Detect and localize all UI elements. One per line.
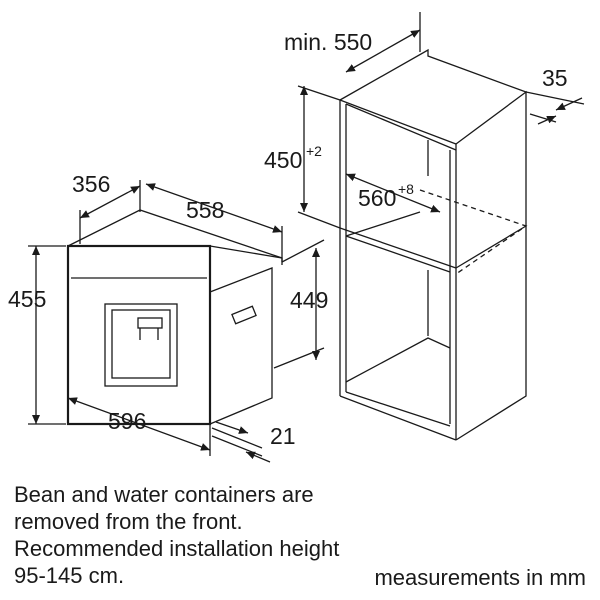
- cabinet-shelf-left: [345, 211, 421, 237]
- appliance-depth-label: 356: [72, 171, 110, 197]
- note-line: 95-145 cm.: [14, 563, 125, 588]
- appliance-side-body: [209, 267, 273, 425]
- appliance-body-height-label: 449: [290, 287, 328, 313]
- niche-height-tolerance: +2: [306, 143, 322, 159]
- cabinet-right-side: [455, 90, 527, 441]
- appliance-dimensions: 356 558 455 449 596 21: [8, 171, 328, 463]
- niche-width-label: 560: [358, 185, 396, 211]
- cabinet-lower-back: [345, 337, 451, 383]
- niche-width-tolerance: +8: [398, 181, 414, 197]
- offset-arrow-2: [245, 451, 271, 463]
- cabinet-shelf-right: [455, 225, 527, 269]
- niche-height-label: 450: [264, 147, 302, 173]
- cabinet-dimensions: min. 550 35 450 +2 560 +8: [264, 12, 585, 229]
- units-label: measurements in mm: [374, 565, 586, 590]
- appliance-drawing: [66, 209, 283, 426]
- installation-notes: Bean and water containers are removed fr…: [14, 481, 454, 589]
- cabinet-drawing: [339, 48, 528, 441]
- note-line: Bean and water containers are: [14, 482, 314, 507]
- cabinet-bottom-inner: [345, 391, 451, 427]
- front-offset-label: 21: [270, 423, 296, 449]
- offset-arrow-1: [215, 421, 249, 434]
- niche-depth-dashed: [419, 189, 528, 275]
- panel-arrow-1: [555, 97, 583, 111]
- appliance-width-label: 596: [108, 408, 146, 434]
- panel-arrow-2: [537, 115, 557, 125]
- cabinet-top-front-inner: [345, 103, 457, 151]
- note-line: removed from the front.: [14, 509, 243, 534]
- offset-ext-1: [211, 427, 263, 449]
- niche-min-width-line: [345, 29, 421, 73]
- appliance-body-width-label: 558: [186, 197, 224, 223]
- depth-dimension-line: [79, 185, 141, 219]
- panel-thickness-label: 35: [542, 65, 568, 91]
- niche-height-ext-bottom: [297, 211, 341, 229]
- niche-height-ext-top: [297, 85, 341, 101]
- cabinet-shelf-front: [339, 227, 457, 269]
- appliance-height-label: 455: [8, 286, 46, 312]
- dispenser-opening: [104, 303, 178, 387]
- cabinet-top-front: [339, 99, 457, 145]
- panel-ext-1: [525, 91, 585, 105]
- appliance-top-edge: [67, 209, 283, 265]
- body-width-dimension-line: [145, 183, 283, 233]
- cabinet-shelf-front-inner: [345, 235, 451, 273]
- dispenser-spout: [137, 317, 163, 329]
- dispenser-inner: [111, 309, 171, 379]
- body-height-ext-top: [281, 239, 325, 263]
- appliance-front-frame: [66, 244, 212, 426]
- cabinet-top-edge: [339, 48, 527, 101]
- note-line: Recommended installation height: [14, 536, 340, 561]
- side-handle-slot: [231, 305, 257, 325]
- appliance-top-back-edge: [209, 245, 283, 259]
- width-dimension-line: [67, 397, 211, 451]
- offset-ext-2: [211, 435, 263, 457]
- niche-width-line: [345, 173, 441, 213]
- niche-min-width-label: min. 550: [284, 29, 372, 55]
- body-height-ext-bottom: [273, 347, 325, 369]
- cabinet-bottom: [339, 395, 457, 441]
